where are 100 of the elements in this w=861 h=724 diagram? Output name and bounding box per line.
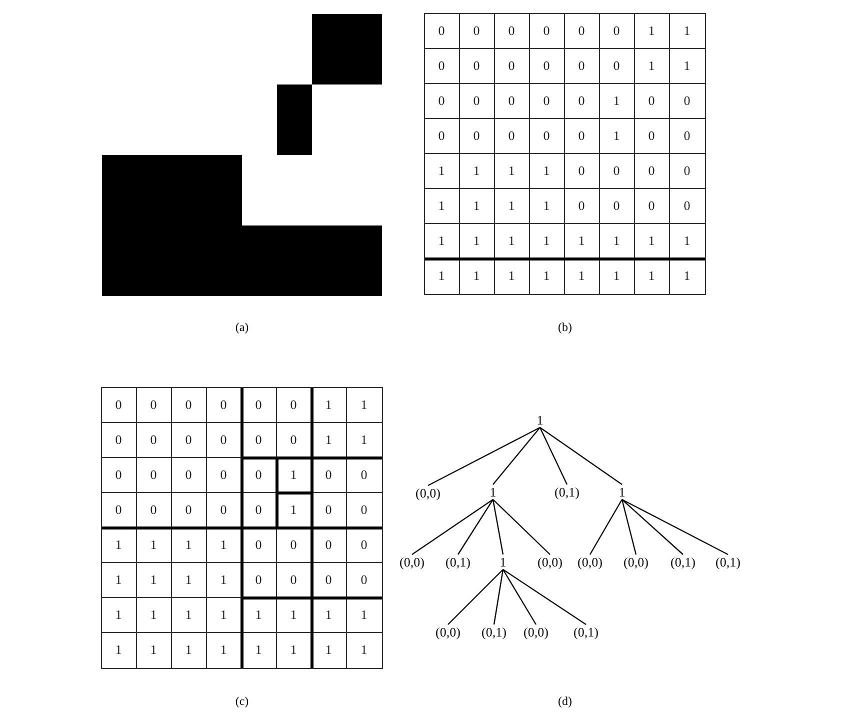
- grid-cell: 1: [276, 598, 312, 632]
- grid-cell: 1: [206, 598, 242, 632]
- grid-cell: 0: [564, 118, 600, 154]
- grid-cell: 0: [242, 422, 276, 458]
- grid-cell: 0: [346, 562, 382, 598]
- grid-cell: 1: [600, 84, 634, 118]
- grid-cell: 1: [494, 258, 530, 294]
- grid-cell: 0: [242, 528, 276, 562]
- tree-branch: [492, 499, 550, 555]
- grid-cell: 1: [312, 632, 346, 668]
- panel-caption: (b): [558, 320, 572, 335]
- grid-cell: 1: [460, 258, 494, 294]
- tree-node-label: (0,1): [482, 624, 506, 640]
- grid-cell: 1: [564, 258, 600, 294]
- grid-cell: 0: [242, 388, 276, 422]
- grid-cell: 0: [242, 562, 276, 598]
- grid-cell: 1: [136, 562, 172, 598]
- grid-cell: 1: [102, 528, 136, 562]
- grid-cell: 1: [530, 258, 564, 294]
- grid-cell: 0: [530, 118, 564, 154]
- tree-node-label: 1: [536, 412, 544, 428]
- panel-caption: (d): [558, 694, 572, 709]
- tree-branch: [502, 569, 537, 625]
- tree-branch: [589, 499, 623, 555]
- tree-node-label: (0,1): [554, 484, 580, 500]
- grid-cell: 1: [102, 598, 136, 632]
- grid-cell: 0: [530, 48, 564, 84]
- grid-cell: 1: [460, 188, 494, 224]
- panel-caption: (c): [235, 694, 249, 709]
- grid-cell: 0: [634, 188, 670, 224]
- grid-cell: 1: [172, 562, 206, 598]
- tree-branch: [622, 499, 684, 555]
- grid-cell: 1: [172, 632, 206, 668]
- grid-cell: 0: [494, 48, 530, 84]
- grid-cell: 0: [102, 422, 136, 458]
- tree-branch: [428, 426, 540, 486]
- grid-cell: 1: [460, 154, 494, 188]
- grid-cell: 0: [276, 528, 312, 562]
- grid-cell: 1: [102, 562, 136, 598]
- grid-cell: 0: [670, 188, 704, 224]
- grid-cell: 1: [634, 224, 670, 258]
- grid-cell: 1: [312, 598, 346, 632]
- grid-cell: 0: [206, 422, 242, 458]
- grid-cell: 0: [172, 458, 206, 492]
- grid-cell: 0: [460, 118, 494, 154]
- tree-branch: [621, 499, 637, 555]
- tree-node-label: (0,0): [400, 554, 424, 570]
- tree-branch: [492, 427, 540, 485]
- tree-branch: [539, 427, 568, 485]
- grid-cell: 0: [136, 422, 172, 458]
- grid-cell: 1: [600, 118, 634, 154]
- grid-cell: 0: [424, 48, 460, 84]
- grid-cell: 1: [276, 458, 312, 492]
- grid-cell-text: 1: [682, 267, 692, 285]
- grid-cell: 0: [424, 118, 460, 154]
- grid-cell: 1: [136, 632, 172, 668]
- grid-cell: 0: [136, 388, 172, 422]
- grid-cell: 0: [670, 84, 704, 118]
- grid-cell: 0: [564, 84, 600, 118]
- grid-cell: 0: [600, 48, 634, 84]
- grid-cell: 0: [242, 458, 276, 492]
- grid-cell: 0: [564, 188, 600, 224]
- grid-cell: 0: [206, 388, 242, 422]
- grid-cell: 0: [424, 84, 460, 118]
- grid-cell: 1: [172, 528, 206, 562]
- tree-node-label: (0,1): [716, 554, 740, 570]
- grid-cell: 0: [670, 118, 704, 154]
- grid-cell: 1: [530, 188, 564, 224]
- tree-node-label: (0,0): [578, 554, 602, 570]
- grid-cell: 0: [312, 528, 346, 562]
- grid-cell: 0: [172, 422, 206, 458]
- grid-cell: 0: [312, 562, 346, 598]
- grid-cell: 1: [206, 528, 242, 562]
- grid-cell: 1: [460, 224, 494, 258]
- grid-cell: 1: [494, 224, 530, 258]
- grid-cell: 0: [424, 14, 460, 48]
- grid-cell: 0: [346, 528, 382, 562]
- tree-node-label: (0,1): [446, 554, 470, 570]
- grid-cell: 0: [312, 492, 346, 528]
- tree-branch: [448, 569, 504, 625]
- grid-cell: 0: [530, 14, 564, 48]
- grid-cell: 1: [634, 48, 670, 84]
- grid-cell: 1: [600, 224, 634, 258]
- grid-cell: 1: [242, 632, 276, 668]
- tree-branch: [492, 499, 504, 555]
- grid-cell: 1: [424, 224, 460, 258]
- grid-cell: 0: [564, 48, 600, 84]
- grid-cell: 1: [276, 492, 312, 528]
- grid-cell: 0: [494, 118, 530, 154]
- grid-cell: 1: [346, 388, 382, 422]
- tree-node-label: (0,0): [538, 554, 562, 570]
- grid-cell: 0: [460, 84, 494, 118]
- tree-branch: [493, 569, 504, 625]
- grid-cell: 1: [242, 598, 276, 632]
- grid-cell: 1: [312, 422, 346, 458]
- grid-cell: 0: [460, 14, 494, 48]
- grid-cell: 1: [136, 528, 172, 562]
- grid-cell: 1: [600, 258, 634, 294]
- grid-cell: 0: [600, 188, 634, 224]
- grid-cell: 1: [424, 258, 460, 294]
